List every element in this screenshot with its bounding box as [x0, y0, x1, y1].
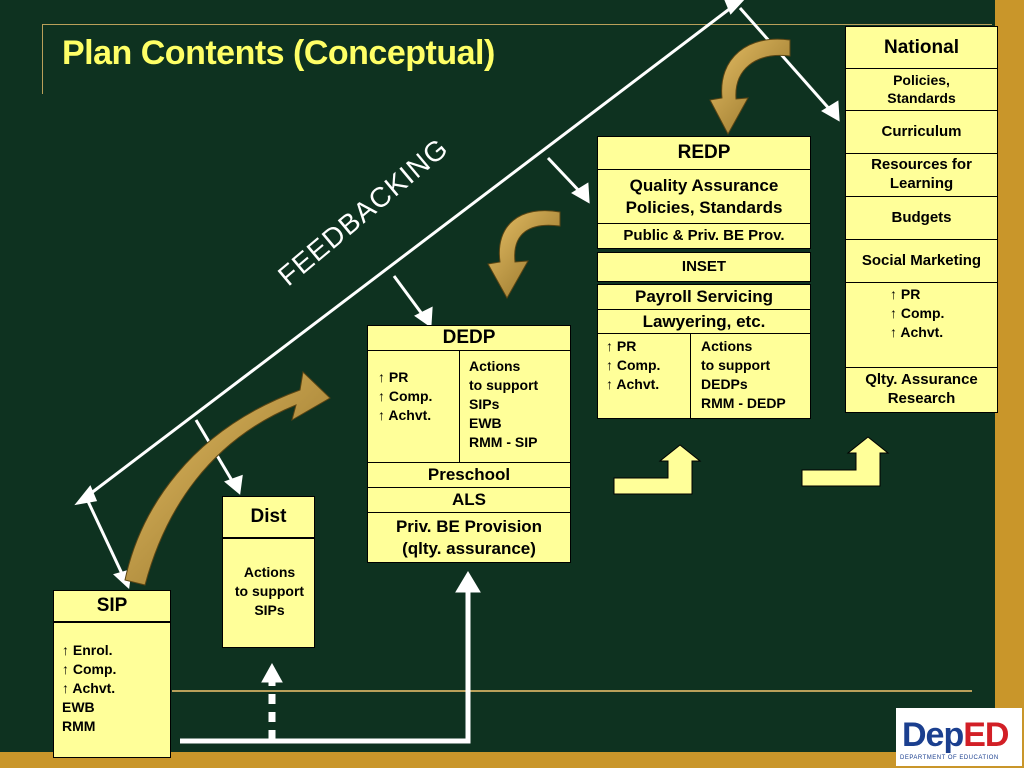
national-header: National [845, 26, 998, 69]
frame-top-line [42, 24, 992, 25]
redp-achievements-box: ↑ PR ↑ Comp. ↑ Achvt. [597, 333, 691, 419]
frame-left-line [42, 24, 43, 94]
national-policies: Policies, Standards [845, 68, 998, 111]
feedback-arrow [74, 0, 745, 506]
redp-public-priv: Public & Priv. BE Prov. [597, 223, 811, 249]
sip-header: SIP [53, 590, 171, 622]
curved-arrow-redp-national [709, 38, 791, 136]
page-title: Plan Contents (Conceptual) [62, 34, 495, 72]
dashed-arrow-dist [261, 662, 283, 740]
national-social-marketing: Social Marketing [845, 239, 998, 283]
dedp-header: DEDP [367, 325, 571, 351]
sip-list: ↑ Enrol. ↑ Comp. ↑ Achvt. EWB RMM [62, 642, 117, 734]
gold-bottom-bar [0, 752, 1024, 768]
national-budgets: Budgets [845, 196, 998, 240]
dedp-actions: Actions to support SIPs EWB RMM - SIP [469, 358, 539, 450]
dedp-priv-be-provision: Priv. BE Provision (qlty. assurance) [367, 512, 571, 563]
deped-logo-text: DepED [902, 716, 1009, 754]
dedp-divider [459, 351, 460, 462]
redp-header: REDP [597, 136, 811, 170]
step-arrow-2 [801, 436, 890, 487]
redp-lawyering: Lawyering, etc. [597, 309, 811, 334]
redp-achievements: ↑ PR ↑ Comp. ↑ Achvt. [606, 338, 661, 392]
curved-arrow-sip-dedp [124, 370, 331, 586]
dedp-achievements: ↑ PR ↑ Comp. ↑ Achvt. [378, 369, 433, 423]
redp-payroll: Payroll Servicing [597, 284, 811, 310]
step-arrow-1 [613, 444, 702, 495]
deped-logo: DepED DEPARTMENT OF EDUCATION [896, 708, 1022, 766]
dedp-als: ALS [367, 487, 571, 513]
redp-actions: Actions to support DEDPs RMM - DEDP [701, 338, 786, 411]
dist-body: Actions to support SIPs [222, 538, 315, 648]
curved-arrow-dedp-redp [487, 210, 561, 300]
national-resources: Resources for Learning [845, 153, 998, 197]
national-achievements: ↑ PR ↑ Comp. ↑ Achvt. [890, 286, 945, 340]
down-arrows [84, 7, 840, 590]
sip-body: ↑ Enrol. ↑ Comp. ↑ Achvt. EWB RMM [53, 622, 171, 758]
national-curriculum: Curriculum [845, 110, 998, 154]
redp-actions-box: Actions to support DEDPs RMM - DEDP [690, 333, 811, 419]
deped-logo-subtitle: DEPARTMENT OF EDUCATION [900, 755, 999, 761]
national-qa-research: Qlty. Assurance Research [845, 367, 998, 413]
dist-actions: Actions to support SIPs [234, 564, 305, 618]
dedp-preschool: Preschool [367, 462, 571, 488]
gold-side-bar [995, 0, 1024, 768]
baseline-line [172, 690, 972, 692]
bottom-arrow-dedp [180, 571, 481, 744]
national-achievements-box: ↑ PR ↑ Comp. ↑ Achvt. [845, 282, 998, 368]
dedp-body: ↑ PR ↑ Comp. ↑ Achvt. Actions to support… [367, 350, 571, 463]
redp-quality-assurance: Quality Assurance Policies, Standards [597, 169, 811, 224]
redp-inset: INSET [597, 252, 811, 282]
dist-header: Dist [222, 496, 315, 538]
